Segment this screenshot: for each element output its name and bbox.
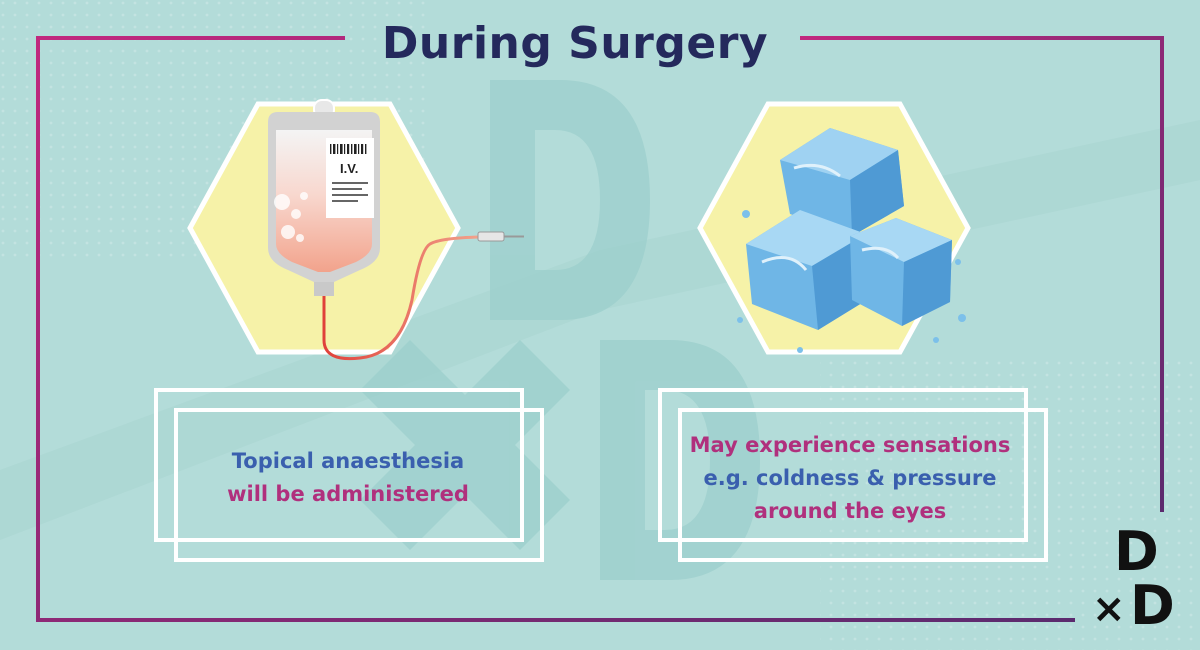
caption-left-line2: will be administered [227,482,469,506]
logo-cross: × [1092,586,1126,632]
caption-frame-right [658,388,1048,562]
caption-right-line3: around the eyes [753,498,947,523]
iv-bag-illustration: I.V. [268,99,524,361]
ice-cube [850,218,952,326]
ice-cube [780,128,904,236]
logo-letter-top: D [1114,520,1159,583]
caption-right: May experience sensations e.g. coldness … [680,412,1020,544]
ice-cubes-illustration [737,128,966,353]
caption-left-line1: Topical anaesthesia [231,449,465,473]
caption-left: Topical anaesthesia will be administered [180,412,516,544]
logo-letter-bottom: D [1130,574,1175,637]
caption-right-line1: May experience sensations [689,432,1011,457]
brand-logo: D × D [1088,522,1192,638]
iv-label: I.V. [340,161,358,176]
caption-right-line2: e.g. coldness & pressure [703,465,997,490]
frame-border [36,36,1164,622]
caption-frame-left [154,388,544,562]
watermark-logo [360,80,760,580]
page-title: During Surgery [381,18,769,69]
